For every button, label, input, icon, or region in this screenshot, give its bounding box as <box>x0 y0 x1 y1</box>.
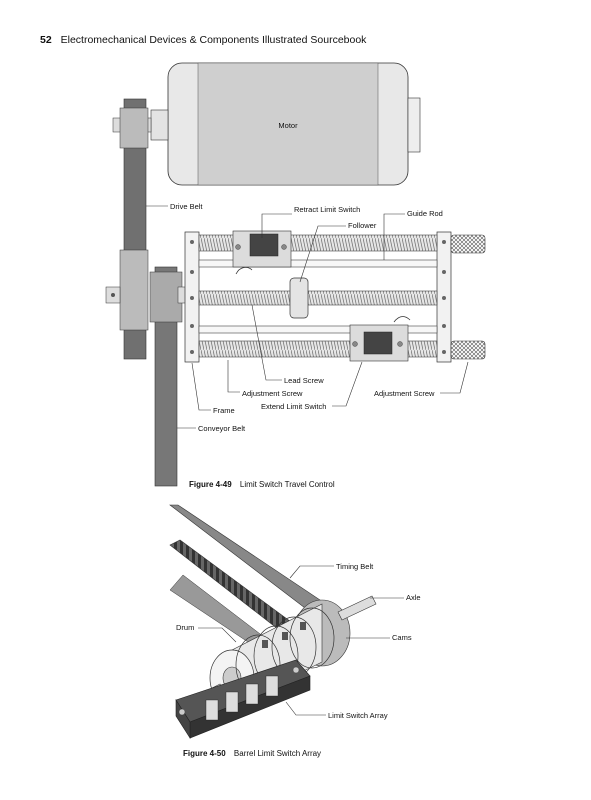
frame <box>184 231 452 363</box>
leader-extend-limit-switch <box>332 361 363 407</box>
follower <box>289 277 309 319</box>
leader-adjustment-screw-right <box>440 361 469 394</box>
label-drum: Drum <box>176 623 194 632</box>
guide-rod-top <box>198 259 438 268</box>
drive-belt <box>105 98 149 360</box>
conveyor-belt <box>149 266 189 487</box>
label-retract-limit-switch: Retract Limit Switch <box>294 205 360 214</box>
label-frame: Frame <box>213 406 235 415</box>
limit-switch-array <box>175 659 311 740</box>
figure-4-49-number: Figure 4-49 <box>189 480 232 489</box>
knurled-knobs <box>450 234 486 360</box>
figure-4-50-title: Barrel Limit Switch Array <box>234 749 321 758</box>
label-motor: Motor <box>278 121 298 130</box>
page-header: 52 Electromechanical Devices & Component… <box>40 34 366 46</box>
leader-guide-rod <box>383 213 405 260</box>
figure-4-49-illustration: Motor Drive Belt Retract Limit Switch Gu… <box>105 62 486 489</box>
leader-lead-screw <box>251 304 282 381</box>
label-cams: Cams <box>392 633 412 642</box>
label-adjustment-screw-left: Adjustment Screw <box>242 389 303 398</box>
leader-drum <box>198 627 237 643</box>
leader-retract-limit-switch <box>261 213 292 238</box>
label-guide-rod: Guide Rod <box>407 209 443 218</box>
label-conveyor-belt: Conveyor Belt <box>198 424 246 433</box>
leader-frame <box>191 362 211 411</box>
label-drive-belt: Drive Belt <box>170 202 203 211</box>
leader-limit-switch-array <box>285 701 326 716</box>
leader-follower <box>299 225 346 283</box>
running-title: Electromechanical Devices & Components I… <box>60 34 367 46</box>
label-timing-belt: Timing Belt <box>336 562 374 571</box>
page-number: 52 <box>40 34 52 46</box>
figure-4-50-caption: Figure 4-50 Barrel Limit Switch Array <box>183 749 321 758</box>
motor <box>142 62 421 186</box>
label-limit-switch-array: Limit Switch Array <box>328 711 388 720</box>
leader-adjustment-screw-left <box>227 360 240 393</box>
extend-limit-switch <box>349 316 411 362</box>
leader-timing-belt <box>289 565 334 579</box>
label-lead-screw: Lead Screw <box>284 376 324 385</box>
label-axle: Axle <box>406 593 421 602</box>
label-follower: Follower <box>348 221 377 230</box>
guide-rod-bottom <box>198 325 438 334</box>
figure-4-49-caption: Figure 4-49 Limit Switch Travel Control <box>189 480 335 489</box>
figure-4-49-title: Limit Switch Travel Control <box>240 480 335 489</box>
lead-screw <box>198 290 438 306</box>
label-extend-limit-switch: Extend Limit Switch <box>261 402 326 411</box>
label-adjustment-screw-right: Adjustment Screw <box>374 389 435 398</box>
figure-4-50-number: Figure 4-50 <box>183 749 226 758</box>
